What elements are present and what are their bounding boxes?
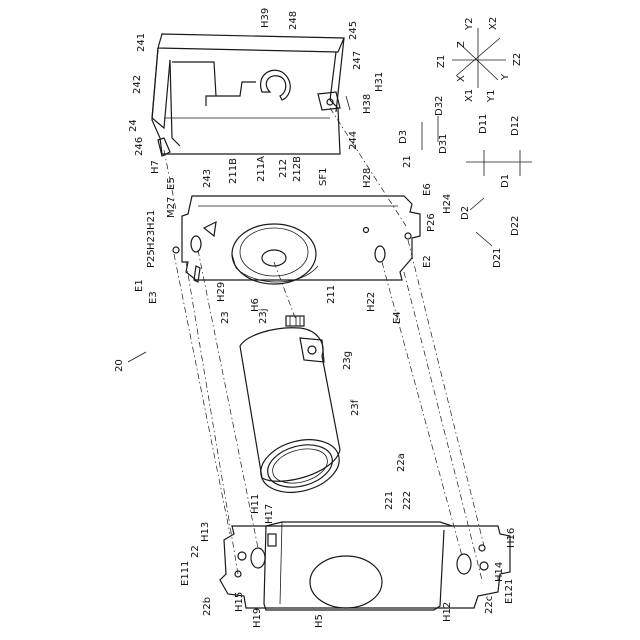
label-d32: D32 [434,96,445,116]
label-ref-212: 212 [278,159,289,178]
label-ref-211: 211 [326,285,337,304]
label-ref-22a: 22a [396,453,407,472]
socket-23 [240,316,345,501]
label-y: Y [500,73,511,81]
label-h12: H12 [442,602,453,622]
label-h14: H14 [494,562,505,582]
label-m27: M27 [166,197,177,218]
label-ref-245: 245 [348,21,359,40]
label-d3: D3 [398,130,409,144]
label-ref-21: 21 [402,155,413,168]
label-ref-24: 24 [128,119,139,132]
label-h39: H39 [260,8,271,28]
label-ref-243: 243 [202,169,213,188]
label-x: X [456,75,467,82]
label-d1: D1 [500,174,511,188]
label-h19: H19 [252,608,263,628]
label-h11: H11 [250,494,261,514]
label-d2: D2 [460,206,471,220]
label-sf1: SF1 [318,168,329,186]
label-ref-23: 23 [220,311,231,324]
ref-20-arrow [128,352,146,362]
label-ref-241: 241 [136,33,147,52]
label-h22: H22 [366,292,377,312]
label-ref-242: 242 [132,75,143,94]
label-e121: E121 [504,579,515,604]
label-h21: H21 [146,210,157,230]
label-ref-212b: 212B [292,156,303,182]
label-h38: H38 [362,94,373,114]
label-ref-221: 221 [384,491,395,510]
label-ref-20: 20 [114,359,125,372]
label-h17: H17 [264,504,275,524]
label-y1: Y1 [486,90,497,103]
label-h28: H28 [362,168,373,188]
label-d31: D31 [438,134,449,154]
label-ref-247: 247 [352,51,363,70]
label-ref-248: 248 [288,11,299,30]
label-x1: X1 [464,89,475,102]
label-h15: H15 [234,592,245,612]
label-e2: E2 [422,255,433,268]
reference-labels: 20 24 241 242 246 H7 243 H39 248 245 247… [114,8,523,628]
label-h29: H29 [216,282,227,302]
label-ref-22: 22 [190,545,201,558]
label-ref-222: 222 [402,491,413,510]
label-ref-23g: 23g [342,351,353,370]
label-d21: D21 [492,248,503,268]
label-z2: Z2 [512,53,523,66]
label-y2: Y2 [464,18,475,31]
label-e5: E5 [166,177,177,190]
label-e111: E111 [180,561,191,586]
label-e1: E1 [134,279,145,292]
label-e3: E3 [148,291,159,304]
label-h23: H23 [146,230,157,250]
label-ref-211a: 211A [256,156,267,182]
label-p25: P25 [146,249,157,268]
label-z1: Z1 [436,55,447,68]
label-ref-23j: 23j [258,308,269,324]
label-h5: H5 [314,614,325,628]
plate-22 [220,522,510,610]
label-e4: E4 [392,311,403,324]
label-d11: D11 [478,114,489,134]
label-h7: H7 [150,160,161,174]
label-ref-211b: 211B [228,158,239,184]
label-ref-22b: 22b [202,597,213,616]
label-d22: D22 [510,216,521,236]
label-h16: H16 [506,528,517,548]
label-h31: H31 [374,72,385,92]
label-p26: P26 [426,213,437,232]
label-z: Z [456,41,467,48]
label-h13: H13 [200,522,211,542]
label-h24: H24 [442,194,453,214]
label-x2: X2 [488,17,499,30]
label-ref-22c: 22c [484,596,495,614]
frame-21 [173,196,420,284]
label-d12: D12 [510,116,521,136]
label-e6: E6 [422,183,433,196]
label-ref-23f: 23f [350,399,361,416]
label-ref-246: 246 [134,137,145,156]
cover-24 [152,34,350,156]
label-ref-244: 244 [348,131,359,150]
